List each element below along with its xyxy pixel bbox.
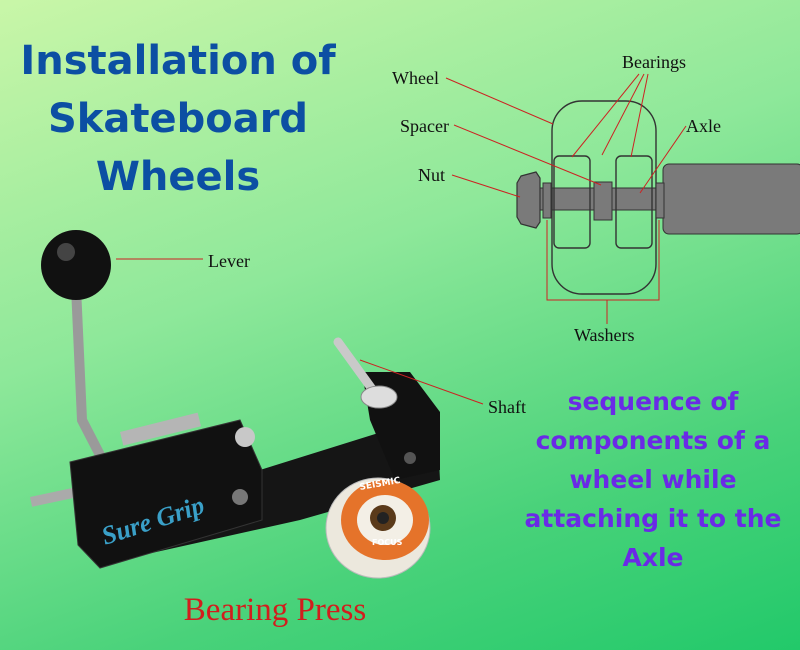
- lever-rod: [70, 260, 105, 460]
- truck-hanger: [662, 163, 800, 235]
- washer-left: [542, 182, 552, 219]
- label-spacer: Spacer: [400, 116, 449, 136]
- label-axle: Axle: [686, 116, 721, 136]
- bearing-left: [553, 155, 591, 249]
- label-bearings: Bearings: [622, 52, 686, 72]
- caption-line-2: components of a: [535, 426, 771, 455]
- bearing-press-title: Bearing Press: [183, 592, 367, 628]
- page-title: Installation of Skateboard Wheels: [8, 32, 348, 206]
- spacer: [593, 181, 613, 221]
- caption-line-3: wheel while: [569, 465, 737, 494]
- label-shaft: Shaft: [488, 397, 526, 417]
- press-side-plate: [69, 419, 263, 569]
- wheel-model: FOCUS: [372, 538, 403, 547]
- label-wheel: Wheel: [392, 68, 439, 88]
- skate-wheel: SEISMIC FOCUS: [325, 476, 431, 579]
- label-nut: Nut: [418, 165, 445, 185]
- caption-line-1: sequence of: [567, 387, 739, 416]
- title-line-3: Wheels: [95, 154, 261, 200]
- caption-line-4: attaching it to the: [524, 504, 782, 533]
- washer-right: [655, 182, 665, 219]
- sequence-caption: sequence of components of a wheel while …: [518, 382, 788, 577]
- label-lever: Lever: [208, 251, 250, 271]
- lever-knob: [41, 230, 111, 300]
- bearing-right: [615, 155, 653, 249]
- bearing-press: Sure Grip SEISMIC FOCUS: [29, 230, 440, 579]
- caption-line-5: Axle: [622, 543, 684, 572]
- nut: [516, 171, 541, 229]
- title-line-1: Installation of: [20, 38, 336, 84]
- label-washers: Washers: [574, 325, 635, 345]
- title-line-2: Skateboard: [47, 96, 309, 142]
